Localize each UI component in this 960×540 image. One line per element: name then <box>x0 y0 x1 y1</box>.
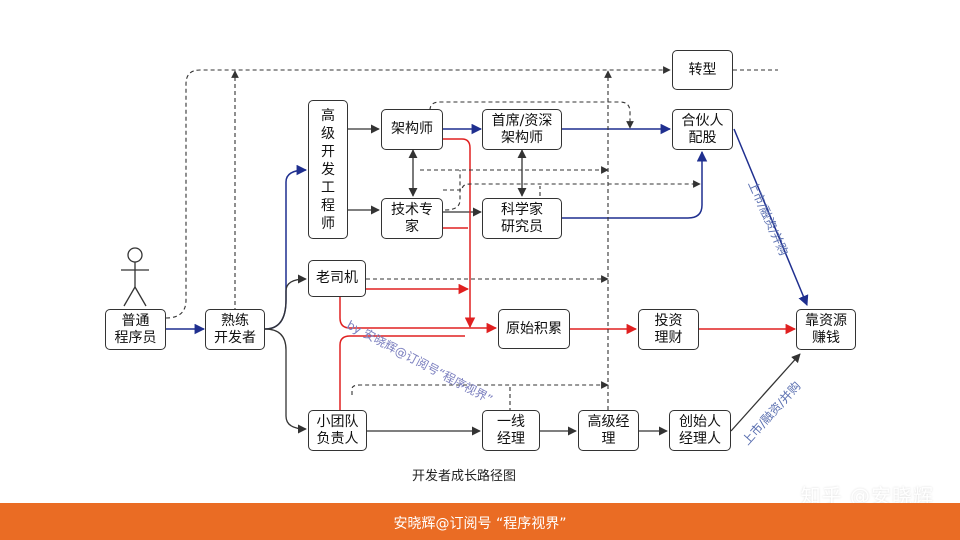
node-zhuanxing: 转型 <box>672 50 733 90</box>
node-gaoji: 高 级 开 发 工 程 师 <box>308 100 348 239</box>
node-gaoji-char2: 级 <box>321 125 335 142</box>
node-yuanshi-line1: 原始积累 <box>506 320 562 337</box>
node-xiaotuandui: 小团队 负责人 <box>308 410 367 451</box>
node-jishu-line2: 家 <box>405 218 419 235</box>
node-hehuo-line2: 配股 <box>688 129 717 146</box>
dashed-edges <box>165 66 778 412</box>
node-kaozi-line2: 赚钱 <box>812 329 840 346</box>
node-kaozi: 靠资源 赚钱 <box>796 309 856 350</box>
node-shulian-line1: 熟练 <box>221 312 249 329</box>
node-hehuo: 合伙人 配股 <box>672 109 733 150</box>
node-jishu-line1: 技术专 <box>391 201 433 218</box>
node-kaozi-line1: 靠资源 <box>805 312 847 329</box>
node-chuangshi: 创始人 经理人 <box>669 410 731 451</box>
node-touzi-line1: 投资 <box>654 312 683 329</box>
node-kexuejia-line1: 科学家 <box>501 201 543 218</box>
node-putong-line2: 程序员 <box>114 329 157 346</box>
node-gaoji-char6: 程 <box>321 197 335 214</box>
person-figure <box>121 247 149 307</box>
diagram-caption: 开发者成长路径图 <box>412 469 517 484</box>
footer-bar: 安晓辉@订阅号 “程序视界” <box>0 503 960 540</box>
node-jishu: 技术专 家 <box>381 198 443 239</box>
node-jiagou-line1: 架构师 <box>391 121 433 137</box>
node-gaoji-char5: 工 <box>321 179 335 196</box>
node-kexuejia: 科学家 研究员 <box>482 198 562 239</box>
node-hehuo-line1: 合伙人 <box>681 112 724 129</box>
node-yixian-line2: 经理 <box>497 430 525 447</box>
node-shulian-line2: 开发者 <box>214 329 256 346</box>
node-gaojijingli-line2: 理 <box>601 430 616 447</box>
node-xiaotuandui-line2: 负责人 <box>316 430 359 447</box>
dark-edges <box>264 124 801 436</box>
node-gaoji-char3: 开 <box>321 143 335 160</box>
node-gaoji-char1: 高 <box>321 107 335 124</box>
node-shouxi: 首席/资深 架构师 <box>482 109 562 150</box>
node-kexuejia-line2: 研究员 <box>501 218 543 235</box>
node-putong: 普通 程序员 <box>105 309 166 350</box>
node-chuangshi-line2: 经理人 <box>679 430 721 447</box>
node-laosiji-line1: 老司机 <box>316 270 358 286</box>
node-jiagou: 架构师 <box>381 109 443 150</box>
node-gaojijingli: 高级经 理 <box>578 410 639 451</box>
node-laosiji: 老司机 <box>308 260 366 297</box>
node-yuanshi: 原始积累 <box>498 309 570 349</box>
node-touzi: 投资 理财 <box>638 309 699 350</box>
node-shouxi-line1: 首席/资深 <box>491 112 553 129</box>
node-shouxi-line2: 架构师 <box>501 129 543 146</box>
node-gaoji-char4: 发 <box>321 161 335 178</box>
node-yixian: 一线 经理 <box>482 410 540 451</box>
node-gaojijingli-line1: 高级经 <box>587 413 630 430</box>
node-putong-line1: 普通 <box>121 312 150 329</box>
node-yixian-line1: 一线 <box>497 413 525 430</box>
node-touzi-line2: 理财 <box>654 329 683 346</box>
red-edges <box>339 138 797 412</box>
node-xiaotuandui-line1: 小团队 <box>316 413 359 430</box>
node-gaoji-char7: 师 <box>321 215 335 232</box>
node-chuangshi-line1: 创始人 <box>679 413 721 430</box>
node-zhuanxing-line1: 转型 <box>688 61 717 78</box>
footer-text: 安晓辉@订阅号 “程序视界” <box>393 516 567 532</box>
node-shulian: 熟练 开发者 <box>205 309 265 350</box>
